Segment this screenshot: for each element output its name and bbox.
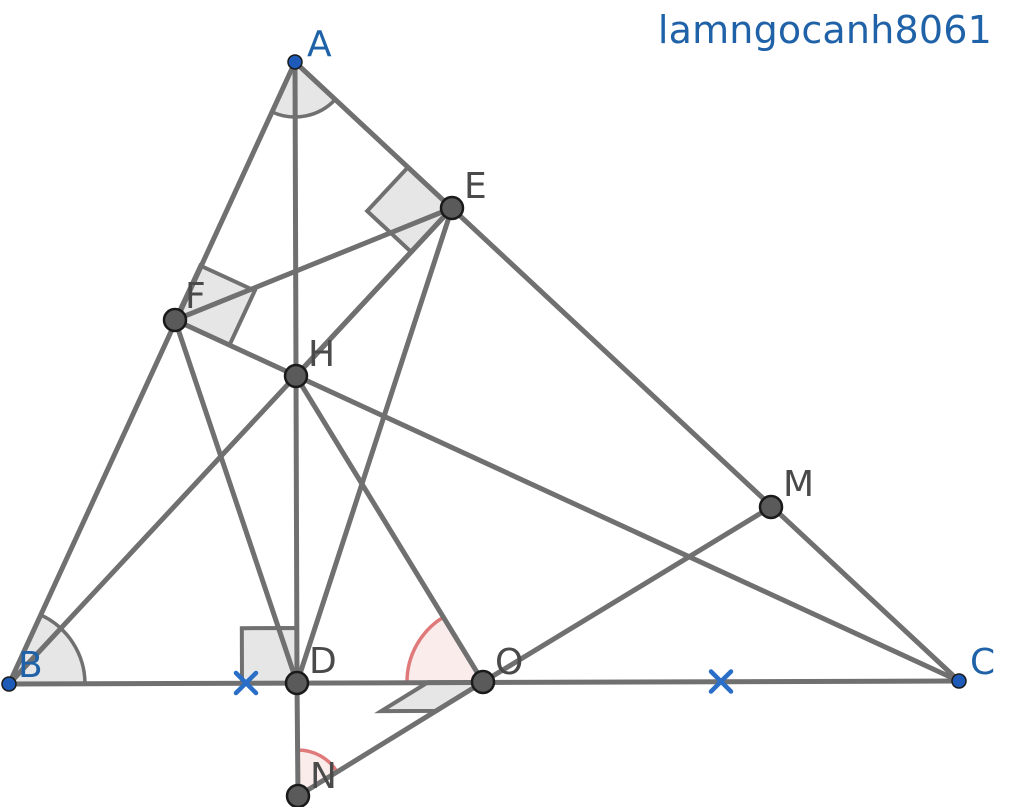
segment-AC	[292, 59, 962, 684]
point-M	[758, 494, 784, 520]
label-B: B	[18, 645, 43, 686]
point-O	[470, 669, 496, 695]
point-labels: A B C D E F H M O N	[18, 24, 995, 797]
segment-ON	[295, 679, 486, 799]
right-angle-O	[374, 679, 491, 714]
point-B	[1, 676, 17, 692]
label-D: D	[309, 641, 337, 682]
label-A: A	[307, 24, 332, 65]
angle-arc-B	[40, 613, 87, 684]
segment-HE	[293, 205, 455, 379]
equal-mark-OC	[708, 669, 734, 694]
label-M: M	[783, 464, 814, 505]
angle-markers	[9, 62, 491, 796]
segment-FE	[172, 205, 455, 323]
point-N	[285, 783, 311, 807]
angle-fill-A	[272, 62, 336, 117]
point-E	[439, 195, 465, 221]
angle-fill-O	[407, 617, 483, 683]
label-O: O	[495, 642, 523, 683]
label-E: E	[464, 166, 487, 207]
point-A	[287, 54, 303, 70]
label-H: H	[308, 334, 335, 375]
label-C: C	[970, 642, 995, 683]
point-C	[951, 673, 967, 689]
segment-FD	[172, 317, 300, 686]
segment-HO	[293, 373, 486, 685]
author-watermark: lamngocanh8061	[657, 8, 992, 52]
label-F: F	[185, 276, 206, 317]
points	[1, 54, 967, 807]
angle-arc-A	[271, 98, 337, 119]
equal-length-marks	[233, 669, 734, 696]
point-D	[284, 670, 310, 696]
label-N: N	[310, 756, 337, 797]
segment-DN	[294, 680, 301, 799]
segment-OM	[480, 504, 774, 685]
segment-AB	[6, 59, 298, 687]
equal-mark-BO	[233, 670, 259, 696]
angle-arc-O	[405, 615, 445, 683]
point-H	[283, 363, 309, 389]
segment-DE	[294, 205, 455, 686]
point-F	[162, 307, 188, 333]
angle-arc-N	[297, 748, 339, 773]
